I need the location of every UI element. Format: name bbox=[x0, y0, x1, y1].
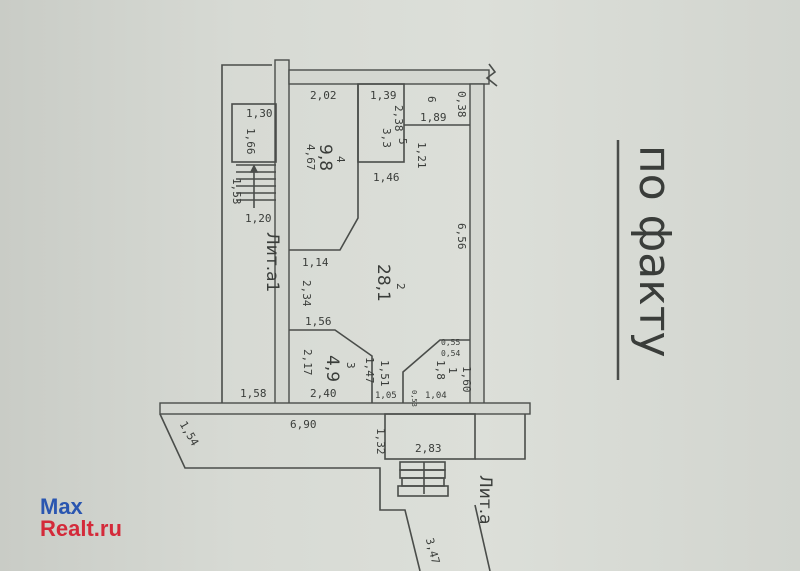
dim-label: 4,67 bbox=[304, 144, 317, 171]
building-label-lit-a1: Лит.а1 bbox=[262, 232, 282, 292]
dim-label: 1,58 bbox=[240, 387, 267, 400]
room-area: 3,3 bbox=[380, 128, 393, 148]
watermark-logo: Max Realt.ru bbox=[40, 496, 122, 540]
dim-label: 1,54 bbox=[177, 419, 202, 449]
porch-lit-a bbox=[384, 413, 476, 460]
dim-label: 1,14 bbox=[302, 256, 329, 269]
dim-label: 1,32 bbox=[374, 428, 387, 455]
room-number: 3 bbox=[344, 362, 357, 369]
dim-label: 1,89 bbox=[420, 111, 447, 124]
dim-label: 6,56 bbox=[455, 223, 468, 250]
stair-room-outline bbox=[231, 103, 277, 163]
wall-top bbox=[288, 69, 490, 85]
dim-label: 2,40 bbox=[310, 387, 337, 400]
room-5-outline bbox=[357, 83, 405, 163]
dim-label: 2,34 bbox=[300, 280, 313, 307]
room-3-outline bbox=[289, 329, 373, 403]
porch-ramp-line bbox=[474, 504, 491, 571]
dim-label: 1,05 bbox=[375, 391, 397, 401]
dim-label: 1,53 bbox=[230, 178, 243, 205]
room-area: 1,8 bbox=[434, 360, 447, 380]
room-number: 1 bbox=[446, 367, 459, 374]
dim-label: 3,47 bbox=[423, 537, 442, 566]
dim-label: 1,04 bbox=[425, 391, 447, 401]
building-label-lit-a: Лит.а bbox=[475, 475, 495, 525]
logo-line-2: Realt.ru bbox=[40, 516, 122, 541]
wall-bottom bbox=[159, 402, 531, 415]
dim-label: 2,83 bbox=[415, 442, 442, 455]
room-area: 28,1 bbox=[373, 264, 393, 302]
dim-label: 0,53 bbox=[410, 390, 418, 407]
dim-label: 0,38 bbox=[455, 91, 468, 118]
room-number: 4 bbox=[334, 156, 347, 163]
dim-label: 0,55 bbox=[441, 338, 460, 347]
room-number: 2 bbox=[394, 283, 407, 290]
dim-label: 1,20 bbox=[245, 212, 272, 225]
room-1-outline bbox=[402, 339, 470, 403]
dim-label: 1,66 bbox=[244, 128, 257, 155]
dim-label: 1,60 bbox=[460, 366, 473, 393]
room-number: 5 bbox=[396, 138, 409, 145]
dim-label: 2,38 bbox=[392, 105, 405, 132]
wall-left-outer bbox=[221, 64, 272, 410]
handwritten-annotation: по факту bbox=[629, 145, 680, 358]
porch-lit-a1 bbox=[159, 413, 421, 571]
dim-label: 1,51 bbox=[378, 360, 391, 387]
room-area: 4,9 bbox=[322, 355, 342, 382]
dim-label: 1,56 bbox=[305, 315, 332, 328]
porch-right-wall bbox=[475, 414, 526, 460]
dim-label: 1,47 bbox=[363, 357, 376, 384]
dim-label: 1,30 bbox=[246, 107, 273, 120]
logo-line-1: Max bbox=[40, 494, 83, 519]
dim-label: 6,90 bbox=[290, 418, 317, 431]
break-mark bbox=[485, 63, 498, 87]
stairs-entrance bbox=[397, 461, 449, 497]
room-area: 9,8 bbox=[315, 144, 335, 171]
room-number: 6 bbox=[425, 96, 438, 103]
dim-label: 1,21 bbox=[415, 142, 428, 169]
dim-label: 1,46 bbox=[373, 171, 400, 184]
stairs-left bbox=[236, 164, 276, 208]
dim-label: 0,54 bbox=[441, 349, 460, 358]
dim-label: 2,02 bbox=[310, 89, 337, 102]
dim-label: 2,17 bbox=[301, 349, 314, 376]
dim-label: 1,39 bbox=[370, 89, 397, 102]
wall-right bbox=[469, 83, 485, 405]
